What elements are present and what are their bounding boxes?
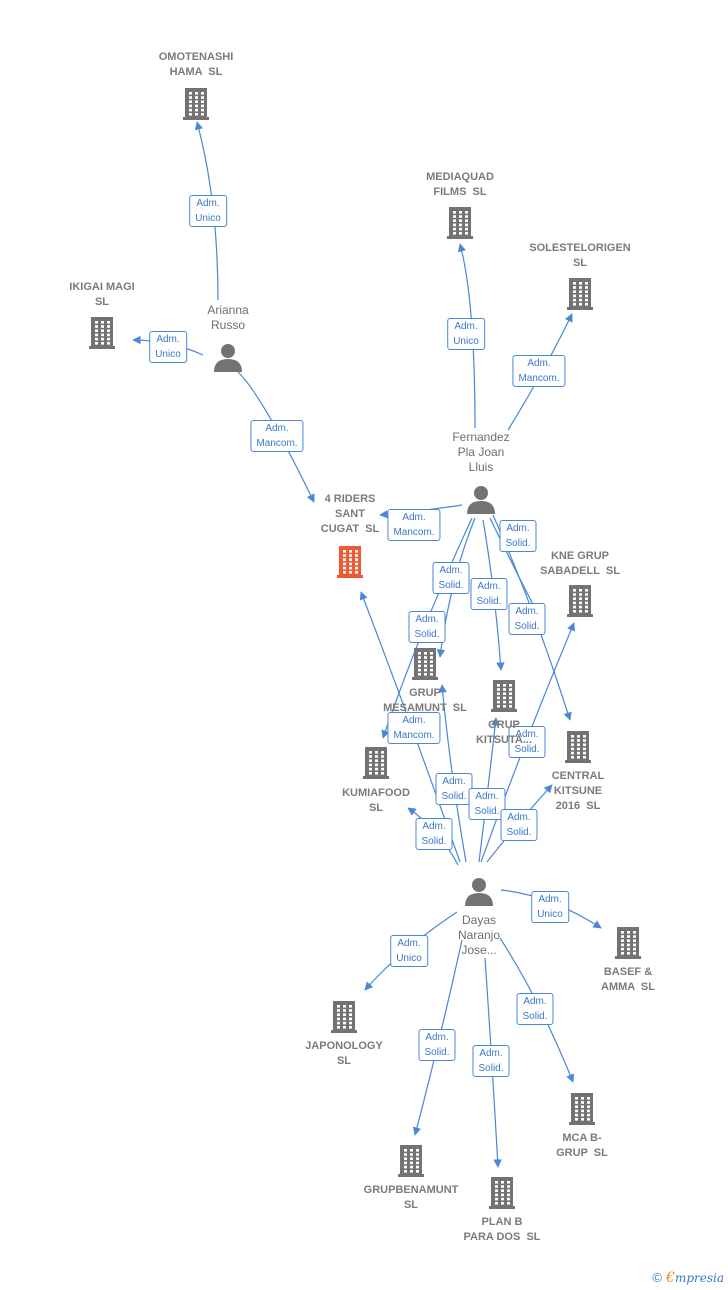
company-label-central[interactable]: CENTRAL KITSUNE 2016 SL [551,770,605,812]
company-label-basef[interactable]: BASEF & AMMA SL [601,966,655,993]
relation-label[interactable]: Adm. Solid. [415,818,453,850]
relation-label[interactable]: Adm. Solid. [432,562,470,594]
relation-label[interactable]: Adm. Solid. [516,993,554,1025]
building-icon[interactable] [181,86,211,125]
person-icon[interactable] [464,876,494,911]
relation-label[interactable]: Adm. Solid. [435,773,473,805]
company-label-mesamunt[interactable]: GRUP MESAMUNT SL [383,687,467,714]
company-label-kumiafood[interactable]: KUMIAFOOD SL [342,787,410,814]
company-label-japonology[interactable]: JAPONOLOGY SL [305,1040,383,1067]
building-icon[interactable] [335,544,365,583]
relation-label[interactable]: Adm. Unico [531,891,569,923]
building-icon[interactable] [563,729,593,768]
company-label-kitsuta[interactable]: GRUP KITSUTA... [475,719,533,746]
company-label-knegrup[interactable]: KNE GRUP SABADELL SL [540,550,620,577]
building-icon[interactable] [410,646,440,685]
building-icon[interactable] [487,1175,517,1214]
relation-label[interactable]: Adm. Unico [189,195,227,227]
company-label-planb[interactable]: PLAN B PARA DOS SL [463,1216,541,1243]
building-icon[interactable] [361,745,391,784]
building-icon[interactable] [329,999,359,1038]
person-icon[interactable] [213,342,243,377]
copyright-symbol: © [652,1270,663,1285]
edge-dayas-mesamunt [438,684,467,863]
relation-label[interactable]: Adm. Unico [390,935,428,967]
empresia-logo-icon: € [666,1270,675,1286]
company-label-grupbenamunt[interactable]: GRUPBENAMUNT SL [363,1184,459,1211]
building-icon[interactable] [565,276,595,315]
relation-label[interactable]: Adm. Mancom. [387,509,441,541]
building-icon[interactable] [613,925,643,964]
relation-label[interactable]: Adm. Mancom. [387,712,441,744]
relation-label[interactable]: Adm. Mancom. [512,355,566,387]
relation-label[interactable]: Adm. Solid. [408,611,446,643]
relation-label[interactable]: Adm. Solid. [470,578,508,610]
building-icon[interactable] [445,205,475,244]
company-label-mcab[interactable]: MCA B- GRUP SL [556,1132,608,1159]
company-label-mediaquad[interactable]: MEDIAQUAD FILMS SL [426,171,494,198]
empresia-brand: mpresia [674,1271,724,1285]
relation-label[interactable]: Adm. Solid. [418,1029,456,1061]
relation-label[interactable]: Adm. Unico [447,318,485,350]
person-icon[interactable] [466,484,496,519]
person-label-dayas[interactable]: Dayas Naranjo Jose... [457,913,501,957]
relation-label[interactable]: Adm. Solid. [468,788,506,820]
building-icon[interactable] [396,1143,426,1182]
relation-label[interactable]: Adm. Solid. [499,520,537,552]
edge-arianna-riders [237,371,315,503]
company-label-riders[interactable]: 4 RIDERS SANT CUGAT SL [320,493,380,535]
relation-label[interactable]: Adm. Solid. [508,726,546,758]
company-label-solestelorigen[interactable]: SOLESTELORIGEN SL [529,242,631,269]
relation-label[interactable]: Adm. Solid. [472,1045,510,1077]
person-label-arianna[interactable]: Arianna Russo [207,303,249,332]
relation-label[interactable]: Adm. Solid. [500,809,538,841]
building-icon[interactable] [565,583,595,622]
relation-label[interactable]: Adm. Solid. [508,603,546,635]
relation-label[interactable]: Adm. Unico [149,331,187,363]
building-icon[interactable] [567,1091,597,1130]
person-label-fernandez[interactable]: Fernandez Pla Joan Lluis [452,430,510,474]
building-icon[interactable] [489,678,519,717]
building-icon[interactable] [87,315,117,354]
empresia-footer[interactable]: ©€mpresia [652,1270,724,1286]
company-label-ikigai[interactable]: IKIGAI MAGI SL [69,281,135,308]
relation-label[interactable]: Adm. Mancom. [250,420,304,452]
company-label-omotenashi[interactable]: OMOTENASHI HAMA SL [158,51,234,78]
